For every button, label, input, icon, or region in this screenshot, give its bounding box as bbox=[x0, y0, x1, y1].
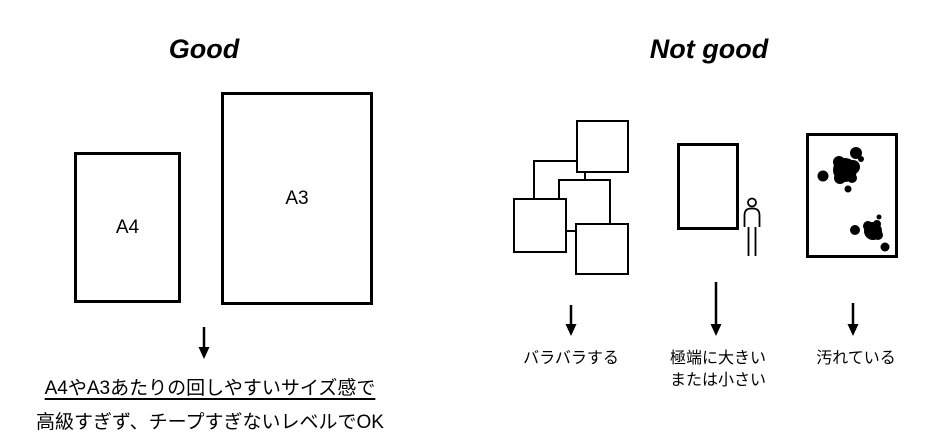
a4-paper: A4 bbox=[74, 152, 181, 303]
good-caption: A4やA3あたりの回しやすいサイズ感で 高級すぎず、チープすぎないレベルでOK bbox=[0, 372, 420, 440]
down-arrow-icon bbox=[710, 282, 722, 336]
person-icon bbox=[743, 197, 761, 256]
a3-label: A3 bbox=[285, 187, 309, 209]
down-arrow-icon bbox=[847, 303, 859, 336]
scattered-label: バラバラする bbox=[523, 350, 619, 367]
scattered-square-bottom bbox=[575, 223, 629, 275]
oversized-paper bbox=[677, 143, 739, 230]
a4-label: A4 bbox=[115, 216, 140, 238]
a3-paper: A3 bbox=[221, 92, 373, 305]
extreme-size-label: 極端に大きい または小さい bbox=[670, 348, 766, 392]
not-good-title: Not good bbox=[649, 34, 769, 64]
ink-stain-icon bbox=[817, 147, 890, 252]
good-caption-line1: A4やA3あたりの回しやすいサイズ感で bbox=[44, 378, 376, 399]
extreme-size-label-line2: または小さい bbox=[669, 372, 767, 389]
down-arrow-icon bbox=[198, 327, 210, 359]
extreme-size-label-line1: 極端に大きい bbox=[669, 350, 767, 367]
scattered-square-top bbox=[576, 120, 629, 173]
good-caption-line2: 高級すぎず、チープすぎないレベルでOK bbox=[36, 412, 384, 433]
scattered-square-left bbox=[513, 198, 567, 253]
stained-paper bbox=[806, 133, 898, 258]
stained-label: 汚れている bbox=[816, 350, 896, 367]
down-arrow-icon bbox=[565, 305, 577, 336]
good-title: Good bbox=[168, 34, 240, 64]
